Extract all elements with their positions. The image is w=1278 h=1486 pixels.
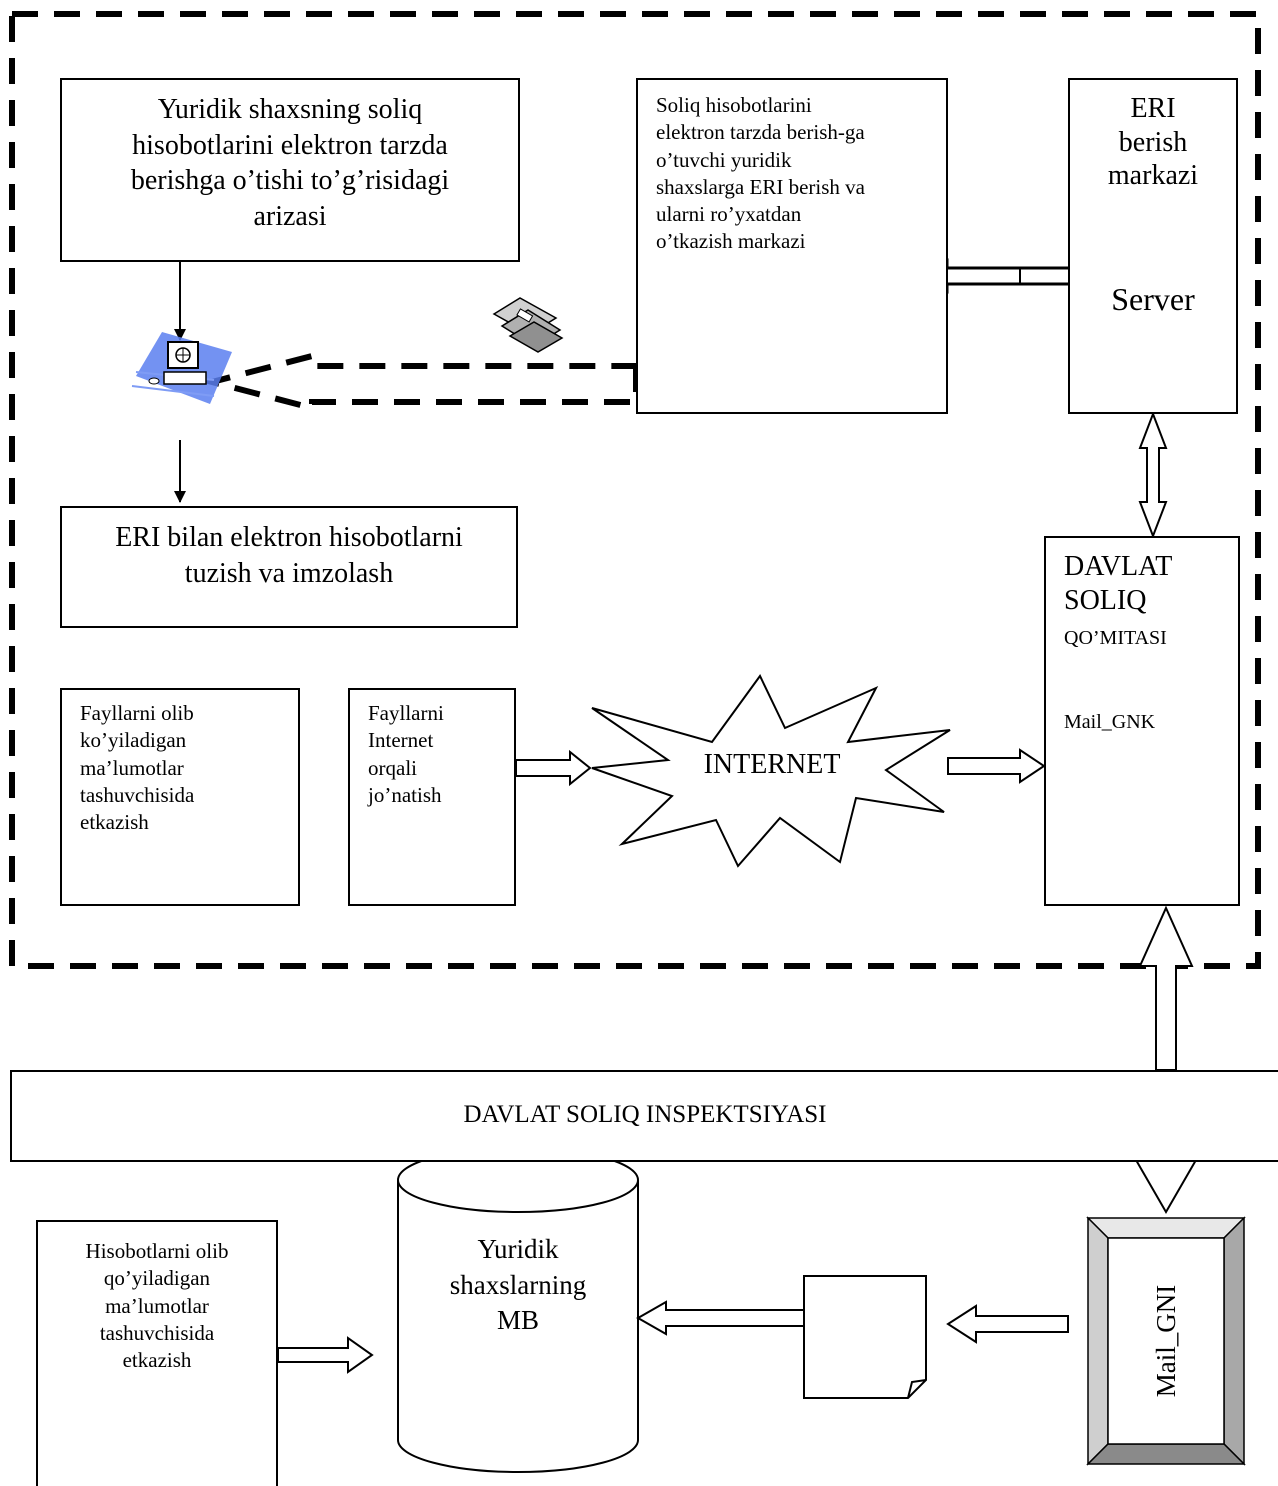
inspection-to-mail-arrow <box>1134 1159 1198 1215</box>
committee-subtitle: QO’MITASI <box>1064 627 1167 649</box>
internet-send-text: Fayllarni Internet orqali jo’natish <box>368 701 444 807</box>
committee-title: DAVLAT SOLIQ <box>1064 551 1173 616</box>
internet-cloud-shape <box>591 674 951 868</box>
signing-box: ERI bilan elektron hisobotlarni tuzish v… <box>60 506 518 628</box>
internet-to-committee-arrow <box>947 748 1046 784</box>
document-to-database-arrow <box>635 1300 805 1336</box>
server-committee-arrow <box>1138 411 1168 539</box>
floppy-disks-icon <box>492 297 564 353</box>
send-to-internet-arrow <box>515 749 592 787</box>
mail-gni-frame <box>1086 1216 1246 1466</box>
server-label: Server <box>1111 281 1195 317</box>
internet-label: INTERNET <box>703 749 841 780</box>
computer-icon <box>131 332 232 404</box>
application-text: Yuridik shaxsning soliq hisobotlarini el… <box>130 94 450 232</box>
inspection-text: DAVLAT SOLIQ INSPEKTSIYASI <box>463 1101 827 1128</box>
mail-to-document-arrow <box>946 1304 1069 1344</box>
mail-gni-label: Mail_GNI <box>1150 1284 1181 1398</box>
committee-mail: Mail_GNK <box>1064 711 1156 733</box>
application-box: Yuridik shaxsning soliq hisobotlarini el… <box>60 78 520 262</box>
registration-center-text: Soliq hisobotlarini elektron tarzda beri… <box>656 93 865 254</box>
report-document-icon <box>803 1275 927 1399</box>
internet-send-box: Fayllarni Internet orqali jo’natish <box>348 688 516 906</box>
media-delivery-box: Fayllarni olib ko’yiladigan ma’lumotlar … <box>60 688 300 906</box>
reports-media-text: Hisobotlarni olib qo’yiladigan ma’lumotl… <box>85 1239 229 1373</box>
inspection-to-committee-arrow <box>1138 905 1194 1071</box>
organization-boundary <box>9 11 1261 969</box>
media-delivery-text: Fayllarni olib ko’yiladigan ma’lumotlar … <box>80 701 195 835</box>
signing-text: ERI bilan elektron hisobotlarni tuzish v… <box>115 522 463 590</box>
eri-center-title: ERI berish markazi <box>1107 93 1199 192</box>
media-to-database-arrow <box>277 1336 374 1374</box>
database-cylinder <box>397 1147 639 1473</box>
eri-center-box: ERI berish markazi Server <box>1068 78 1238 414</box>
committee-box: DAVLAT SOLIQ QO’MITASI Mail_GNK <box>1044 536 1240 906</box>
dashed-delivery-arrow <box>200 352 639 412</box>
reports-media-box: Hisobotlarni olib qo’yiladigan ma’lumotl… <box>36 1220 278 1486</box>
inspection-bar: DAVLAT SOLIQ INSPEKTSIYASI <box>10 1070 1278 1162</box>
registration-center-box: Soliq hisobotlarini elektron tarzda beri… <box>636 78 948 414</box>
database-label: Yuridik shaxslarning MB <box>449 1234 587 1336</box>
